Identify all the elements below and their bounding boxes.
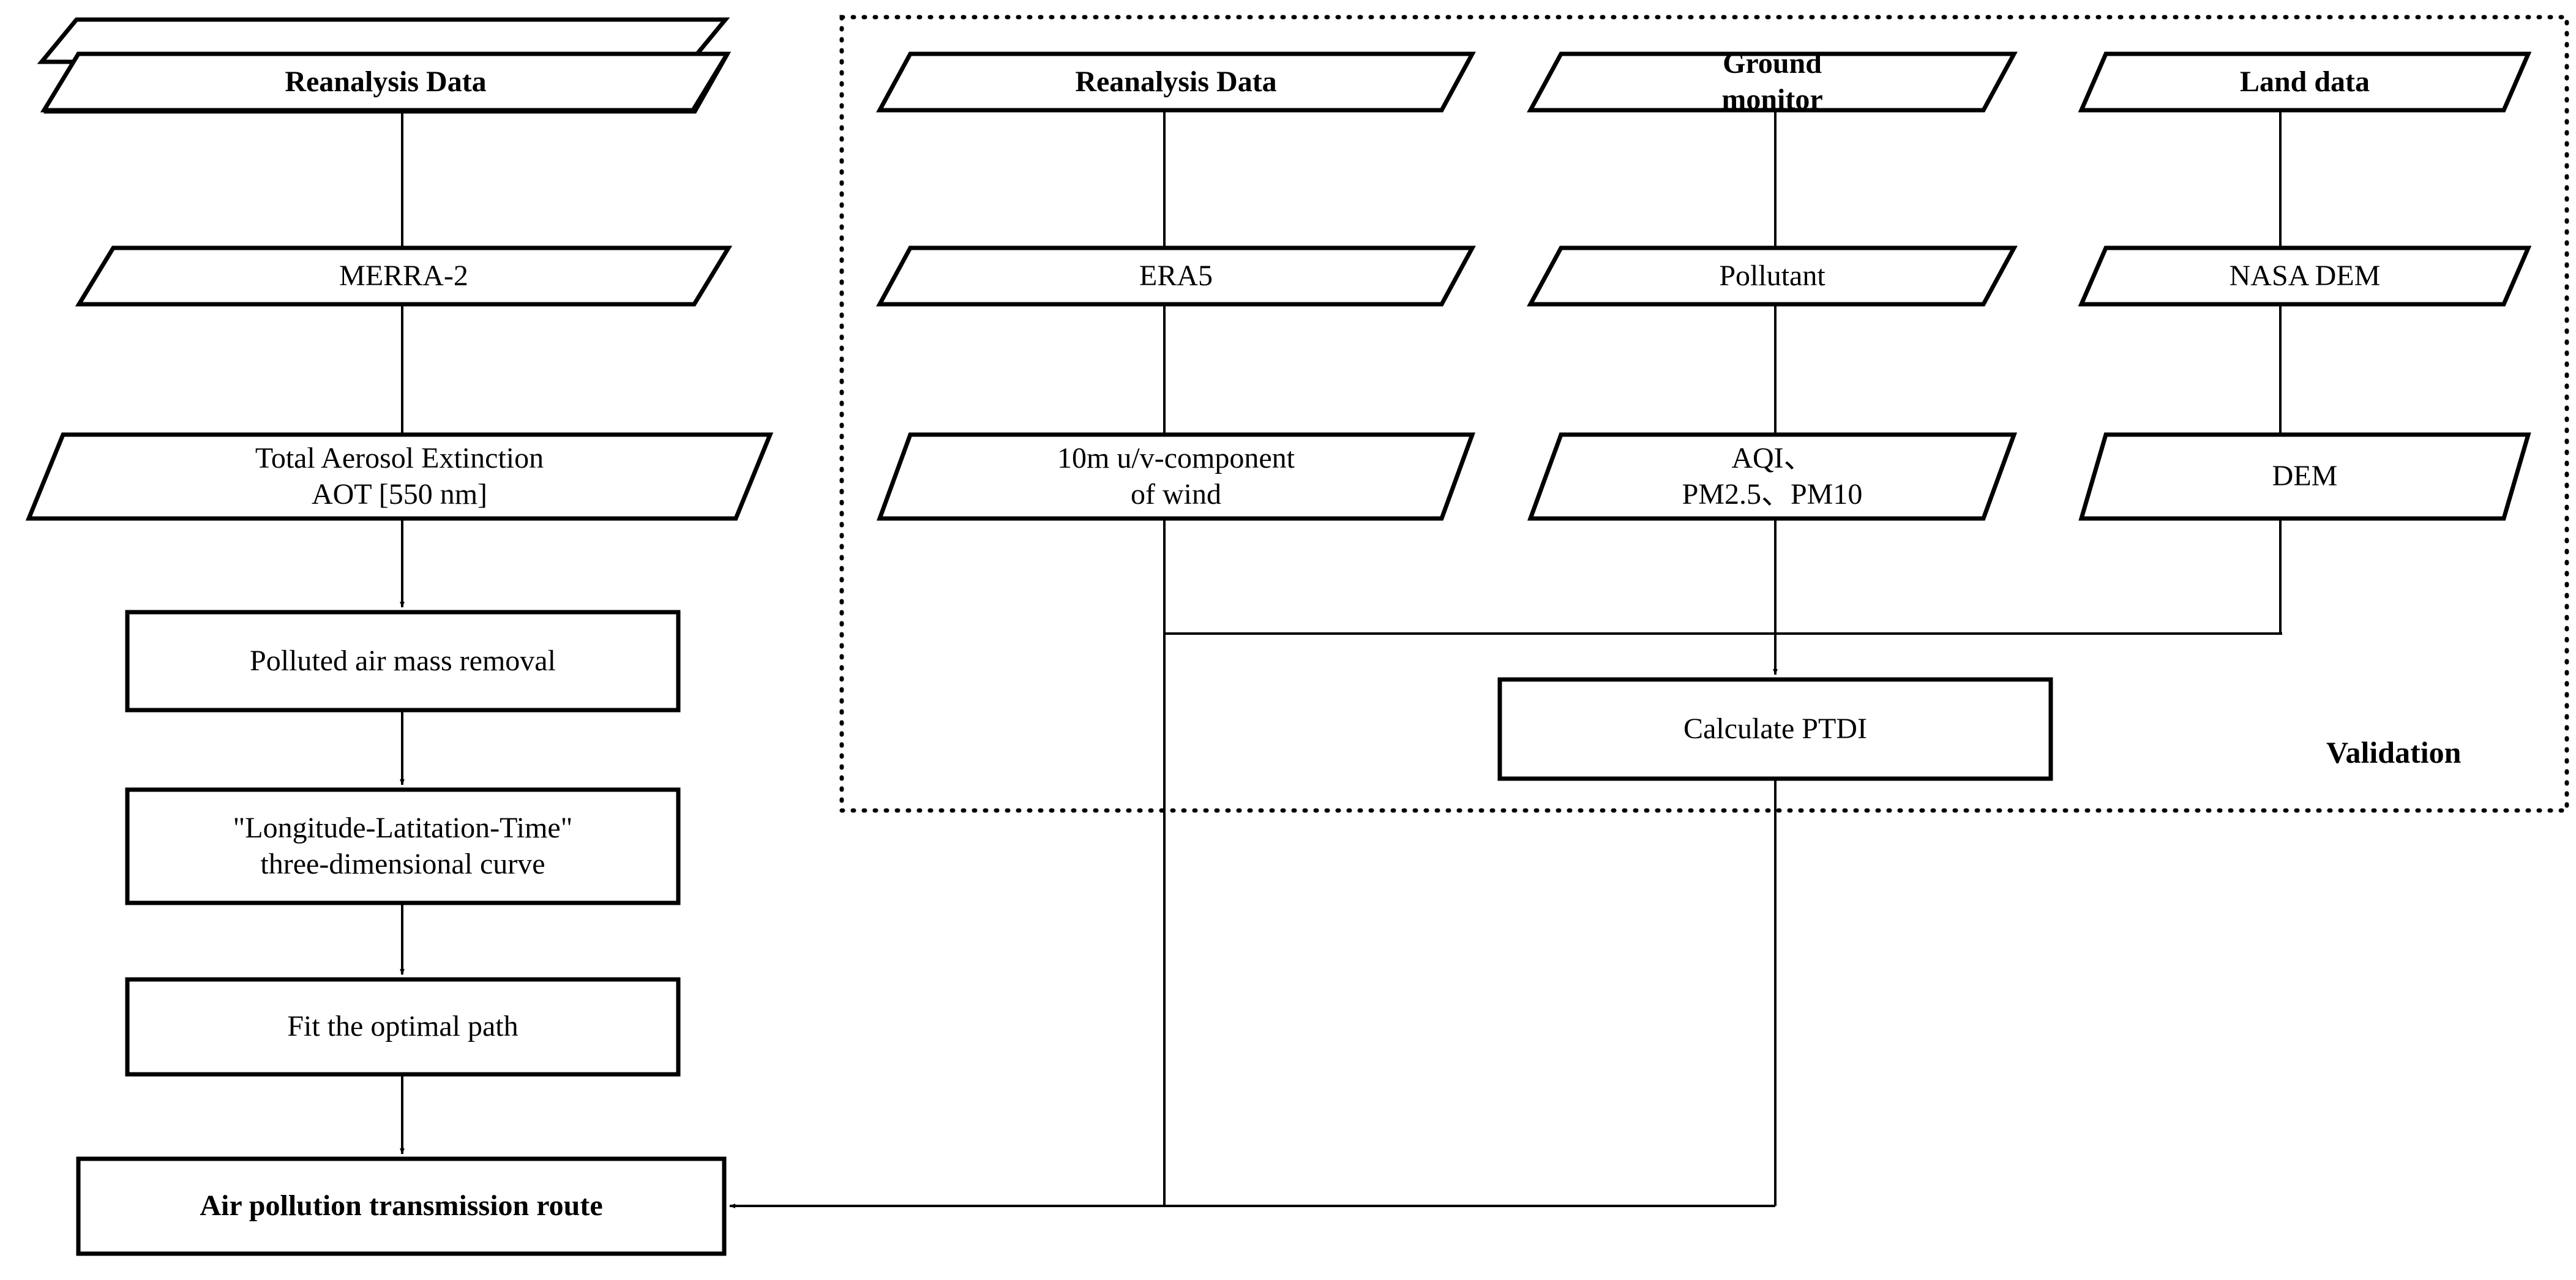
shape-era5 xyxy=(876,245,1476,307)
shape-aqi xyxy=(1527,432,2018,521)
shape-right-reanalysis-data xyxy=(876,51,1476,113)
shape-ground-monitor xyxy=(1527,51,2018,113)
shape-polluted-removal xyxy=(125,610,681,713)
shape-pollutant xyxy=(1527,245,2018,307)
shape-route xyxy=(76,1156,727,1256)
shape-fit-path xyxy=(125,977,681,1077)
shape-three-d-curve xyxy=(125,787,681,905)
validation-panel-label: Validation xyxy=(2326,735,2462,769)
shape-land-data xyxy=(2078,51,2532,113)
shape-dem xyxy=(2078,432,2531,521)
shape-wind xyxy=(876,432,1476,521)
validation-panel-border xyxy=(839,15,2569,813)
shape-nasa-dem xyxy=(2078,245,2532,307)
shape-aot xyxy=(25,432,774,521)
shape-merra2 xyxy=(75,245,733,307)
shape-left-reanalysis-data xyxy=(40,51,732,113)
shape-calculate-ptdi xyxy=(1497,677,2053,781)
